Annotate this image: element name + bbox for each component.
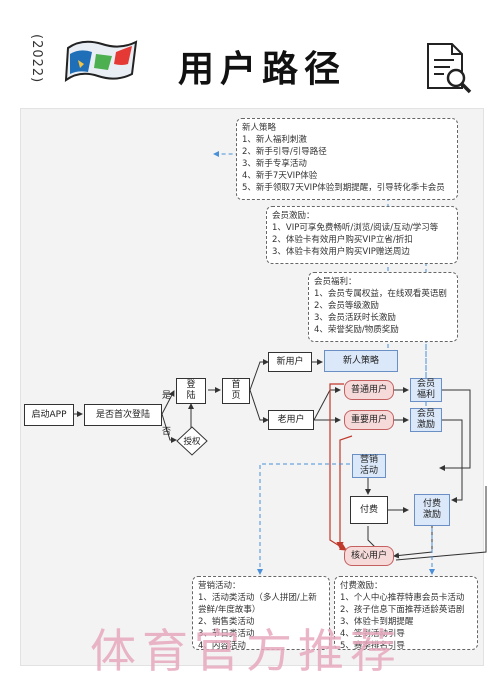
node-authorize: 授权	[183, 437, 201, 447]
page-title: 用户路径	[178, 49, 347, 90]
label-no: 否	[162, 427, 172, 437]
label-yes: 是	[162, 391, 172, 401]
note-member-welfare: 会员福利： 1、会员专属权益，在线观看英语剧 2、会员等级激励 3、会员活跃时长…	[308, 272, 458, 342]
document-search-icon	[427, 43, 472, 94]
node-member-welfare: 会员 福利	[410, 378, 442, 402]
watermark-text: 体育官方推荐	[90, 624, 402, 678]
node-login: 登 陆	[176, 378, 206, 404]
note-paid-incentive: 付费激励： 1、个人中心推荐特惠会员卡活动 2、孩子信息下面推荐适龄英语剧 3、…	[334, 576, 478, 651]
node-new-user: 新用户	[268, 352, 312, 372]
map-icon	[64, 40, 138, 83]
note-member-incentive: 会员激励： 1、VIP可享免费畅听/浏览/阅读/互动/学习等 2、体验卡有效用户…	[266, 206, 458, 264]
node-paid-incentive: 付费 激励	[414, 494, 450, 526]
node-first-login: 是否首次登陆	[84, 404, 162, 426]
node-launch-app: 启动APP	[24, 404, 74, 426]
node-important-user: 重要用户	[344, 410, 394, 430]
node-member-incentive: 会员 激励	[410, 408, 442, 432]
node-marketing: 营销 活动	[352, 454, 386, 478]
node-core-user: 核心用户	[344, 546, 394, 566]
node-new-strategy: 新人策略	[324, 350, 398, 372]
node-authorize-diamond	[176, 426, 208, 456]
node-normal-user: 普通用户	[344, 380, 394, 400]
node-old-user: 老用户	[268, 410, 314, 430]
year-label: (2022)	[29, 34, 44, 84]
node-home: 首 页	[222, 378, 250, 404]
note-newbie-strategy: 新人策略 1、新人福利刺激 2、新手引导/引导路径 3、新手专享活动 4、新手7…	[236, 118, 458, 200]
node-pay: 付费	[350, 496, 388, 524]
note-marketing: 营销活动： 1、活动类活动（多人拼团/上新尝鲜/年度故事） 2、销售类活动 3、…	[192, 576, 330, 651]
